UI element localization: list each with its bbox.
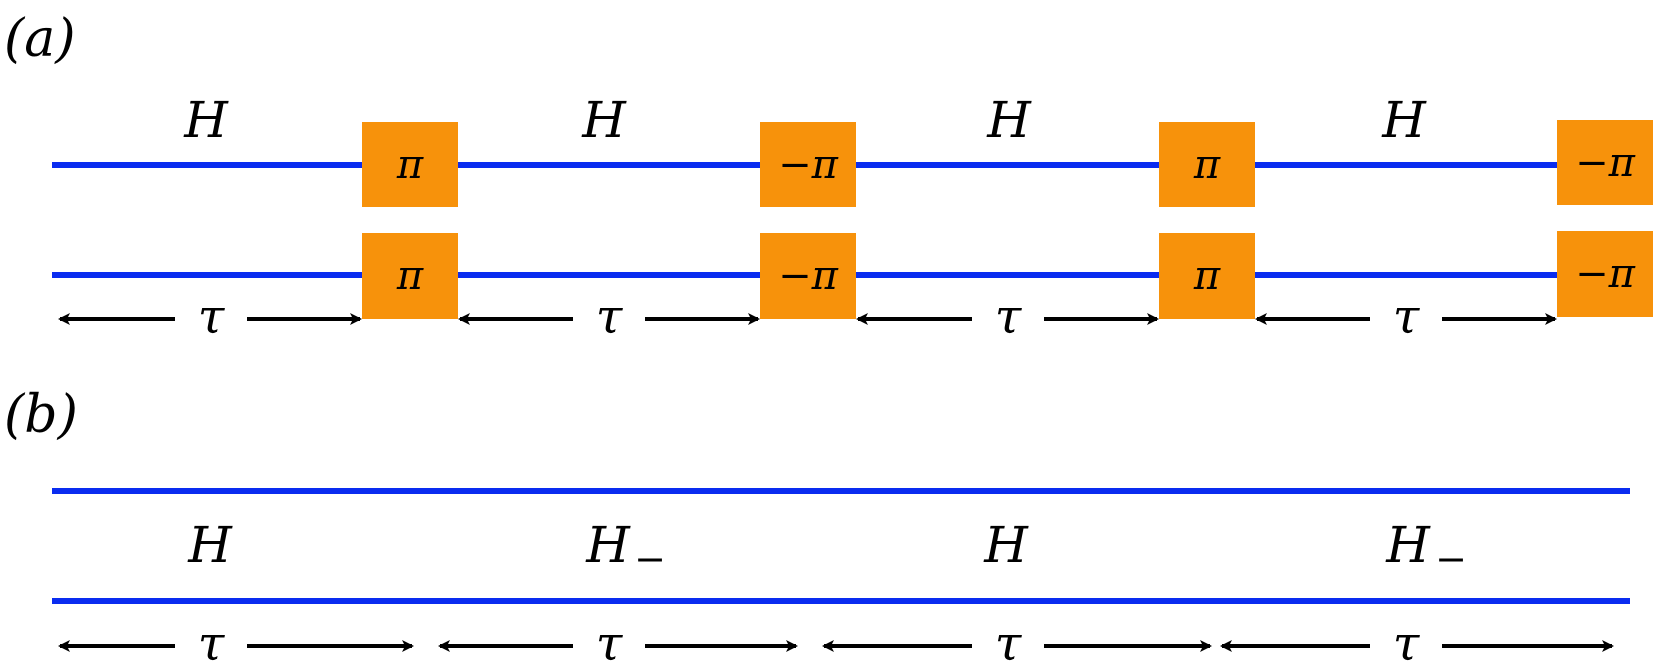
panel-b-hamiltonian-2-base: H bbox=[585, 516, 631, 574]
panel-a-tau-3: τ bbox=[995, 289, 1023, 345]
panel-a-tau-1: τ bbox=[198, 289, 226, 345]
pulse-bottom-2-label: −π bbox=[778, 253, 839, 299]
panel-a-hamiltonian-2: H bbox=[581, 91, 627, 149]
panel-b-hamiltonian-4: H − bbox=[1385, 516, 1467, 581]
panel-b-tau-2: τ bbox=[596, 616, 624, 671]
panel-a-interval-1: τ bbox=[58, 289, 362, 345]
panel-a-hamiltonian-1: H bbox=[183, 91, 229, 149]
panel-b-hamiltonian-1-base: H bbox=[187, 516, 233, 574]
panel-a-interval-4: τ bbox=[1255, 289, 1557, 345]
panel-b-hamiltonian-3-base: H bbox=[983, 516, 1029, 574]
panel-b-hamiltonian-2-sub: − bbox=[634, 537, 666, 581]
panel-b-tau-1: τ bbox=[198, 616, 226, 671]
panel-b-interval-3: τ bbox=[822, 616, 1212, 671]
pulse-bottom-4: −π bbox=[1557, 231, 1653, 317]
panel-a-interval-3: τ bbox=[856, 289, 1159, 345]
pulse-top-1-label: π bbox=[396, 142, 424, 188]
pulse-bottom-4-label: −π bbox=[1575, 251, 1636, 297]
panel-a-label: (a) bbox=[4, 9, 76, 69]
pulse-bottom-1-label: π bbox=[396, 253, 424, 299]
panel-b-hamiltonian-3: H bbox=[983, 516, 1029, 574]
pulse-top-3: π bbox=[1159, 122, 1255, 207]
pulse-top-4: −π bbox=[1557, 120, 1653, 205]
panel-a-tau-4: τ bbox=[1393, 289, 1421, 345]
panel-b-hamiltonian-4-base: H bbox=[1385, 516, 1431, 574]
panel-b-tau-3: τ bbox=[995, 616, 1023, 671]
panel-b-tau-4: τ bbox=[1393, 616, 1421, 671]
pulse-bottom-1: π bbox=[362, 233, 458, 319]
panel-a-hamiltonian-4: H bbox=[1381, 91, 1427, 149]
pulse-top-2: −π bbox=[760, 122, 856, 207]
panel-b-hamiltonian-1: H bbox=[187, 516, 233, 574]
pulse-top-4-label: −π bbox=[1575, 140, 1636, 186]
panel-b-interval-4: τ bbox=[1220, 616, 1614, 671]
panel-b-interval-1: τ bbox=[58, 616, 414, 671]
panel-b-hamiltonian-2: H − bbox=[585, 516, 666, 581]
pulse-bottom-3-label: π bbox=[1193, 253, 1221, 299]
panel-b-label: (b) bbox=[4, 385, 78, 445]
pulse-top-2-label: −π bbox=[778, 142, 839, 188]
panel-b-hamiltonian-4-sub: − bbox=[1435, 537, 1467, 581]
pulse-top-3-label: π bbox=[1193, 142, 1221, 188]
panel-a-interval-2: τ bbox=[458, 289, 760, 345]
panel-a-tau-2: τ bbox=[596, 289, 624, 345]
panel-a-hamiltonian-3: H bbox=[986, 91, 1032, 149]
panel-b-interval-2: τ bbox=[438, 616, 798, 671]
pulse-bottom-2: −π bbox=[760, 233, 856, 319]
pulse-top-1: π bbox=[362, 122, 458, 207]
pulse-bottom-3: π bbox=[1159, 233, 1255, 319]
